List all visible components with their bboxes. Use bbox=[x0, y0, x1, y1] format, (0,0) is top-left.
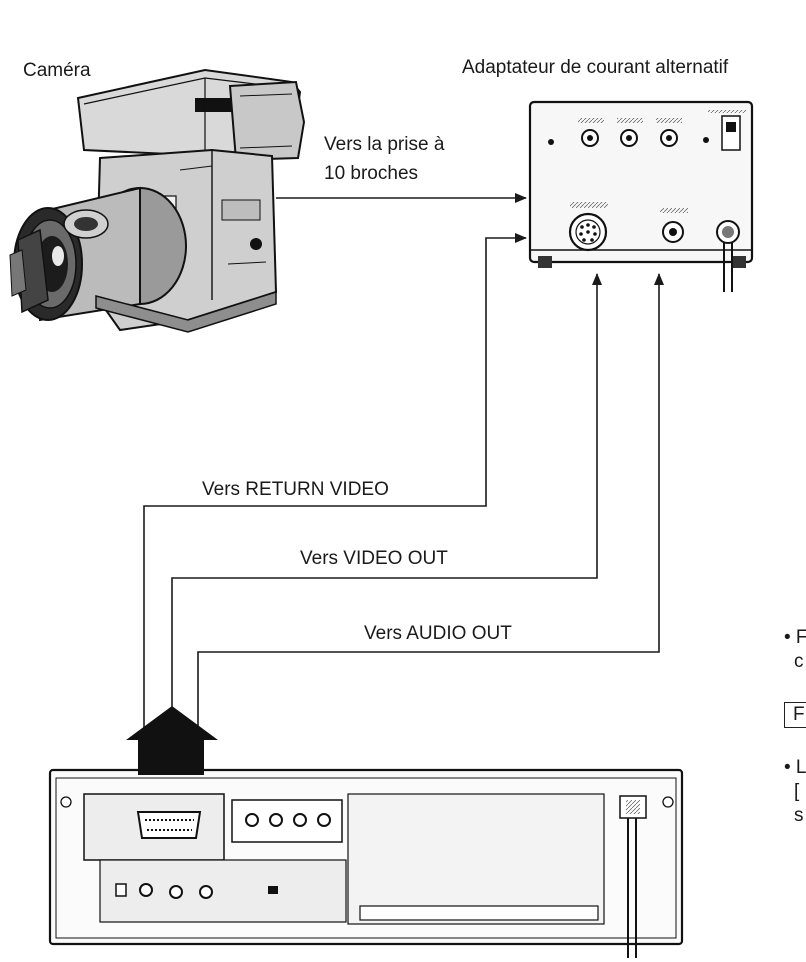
cropped-boxed-heading: F bbox=[784, 702, 806, 728]
cropped-bullet-2-line2: [ bbox=[794, 781, 800, 802]
cropped-bullet-2-line3: s bbox=[794, 805, 804, 826]
camera-illustration bbox=[9, 68, 306, 333]
audio-out-label: Vers AUDIO OUT bbox=[364, 623, 512, 644]
to-10pin-label-line1: Vers la prise à bbox=[324, 134, 445, 155]
adapter-power-switch bbox=[721, 115, 741, 151]
camera-label: Caméra bbox=[23, 60, 91, 81]
vcr-scart-connector bbox=[83, 793, 225, 861]
adapter-knob-row bbox=[548, 118, 709, 147]
vcr-power-cord bbox=[619, 795, 647, 958]
return-video-label: Vers RETURN VIDEO bbox=[202, 479, 389, 500]
cable-return-video bbox=[143, 233, 527, 738]
video-out-label: Vers VIDEO OUT bbox=[300, 548, 448, 569]
to-10pin-label-line2: 10 broches bbox=[324, 163, 419, 184]
wires bbox=[143, 193, 664, 738]
vcr-illustration bbox=[48, 768, 684, 958]
cropped-bullet-1-line2: c bbox=[794, 651, 804, 672]
vcr-vent-grille bbox=[347, 793, 605, 925]
vcr-av-jacks bbox=[231, 799, 343, 843]
adapter-10-pin-socket bbox=[568, 202, 608, 252]
cropped-bullet-1-line1: • F bbox=[784, 627, 806, 648]
adapter-power-cord bbox=[716, 220, 740, 292]
cropped-bullet-2-line1: • L bbox=[784, 757, 806, 778]
vcr-output-up-arrow bbox=[126, 706, 218, 775]
cable-audio-out bbox=[197, 273, 664, 738]
adapter-return-video-jack bbox=[660, 208, 688, 243]
ac-adapter-illustration bbox=[528, 100, 754, 292]
ac-adapter-label: Adaptateur de courant alternatif bbox=[462, 57, 729, 78]
cable-video-out bbox=[171, 273, 602, 738]
